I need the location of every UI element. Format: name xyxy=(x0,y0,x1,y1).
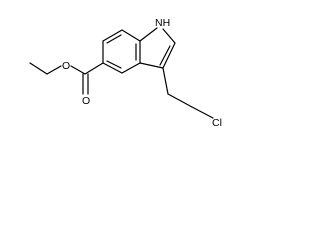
bond-ch2-ch3 xyxy=(29,62,48,75)
atom-label-carbonyl-o: O xyxy=(82,95,90,107)
benzene-ring xyxy=(102,29,141,74)
chloroethyl-chain xyxy=(162,67,214,119)
bond-c3-ca xyxy=(162,67,169,95)
bond-ether-o-ch2 xyxy=(46,65,62,75)
atom-label-ether-o: O xyxy=(62,60,70,72)
bond-c5-carbonyl-c xyxy=(84,62,104,75)
bond-c2-c3 xyxy=(162,42,176,69)
bond-c6-c7 xyxy=(102,29,123,42)
atom-label-cl: Cl xyxy=(212,117,222,129)
double-bond-c6-c7-inner xyxy=(106,34,122,44)
bond-c3-c3a xyxy=(139,62,164,69)
structure-diagram: NH O O Cl xyxy=(29,17,222,129)
ethyl-ester xyxy=(29,62,104,95)
bond-c7-c7a xyxy=(121,29,141,42)
double-bond-c2-c3-inner xyxy=(159,45,171,66)
atom-label-nh: NH xyxy=(155,17,170,29)
pyrrole-ring xyxy=(139,27,176,69)
bond-carbonyl-c-ether-o xyxy=(70,65,86,75)
double-bond-c4-c5-inner xyxy=(106,60,122,69)
bond-cb-cl xyxy=(191,106,214,119)
bond-c4-c5 xyxy=(102,62,123,74)
bond-n1-c2 xyxy=(162,28,176,44)
bond-c3a-c4 xyxy=(121,62,141,74)
bond-ca-cb xyxy=(167,93,193,108)
bond-c7a-n1 xyxy=(139,27,158,42)
